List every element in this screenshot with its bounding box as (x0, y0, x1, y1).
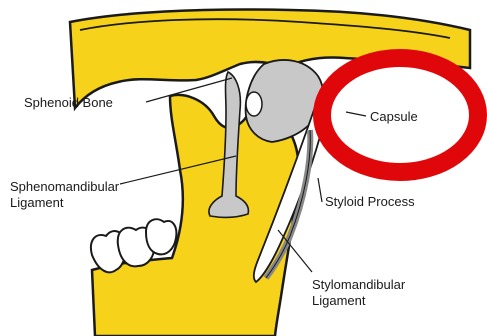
label-stylomandibular-2: Ligament (312, 293, 366, 308)
label-sphenoid-bone: Sphenoid Bone (24, 95, 113, 110)
label-styloid-process: Styloid Process (325, 194, 415, 209)
condyle-head (246, 92, 262, 116)
label-sphenomandibular-1: Sphenomandibular (10, 179, 120, 194)
label-sphenomandibular-2: Ligament (10, 195, 64, 210)
label-stylomandibular-1: Stylomandibular (312, 277, 406, 292)
label-capsule: Capsule (370, 109, 418, 124)
